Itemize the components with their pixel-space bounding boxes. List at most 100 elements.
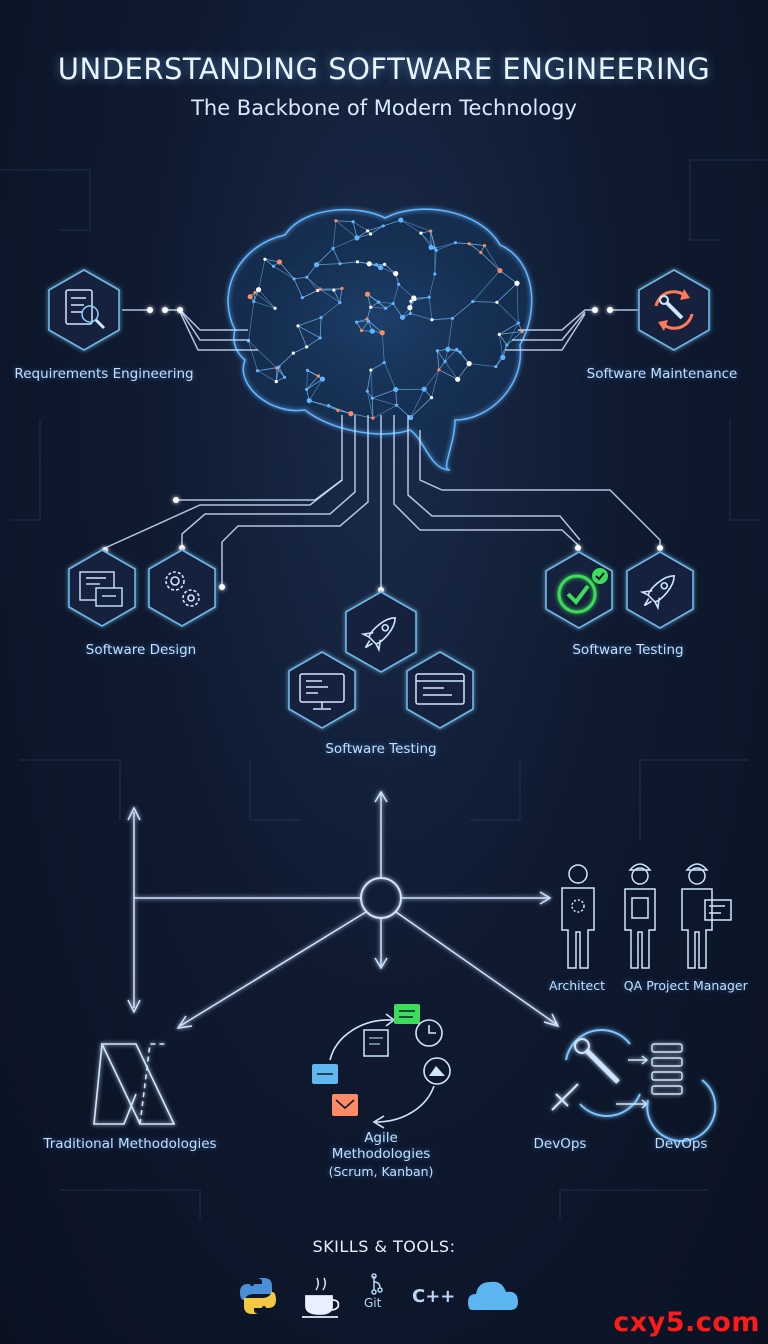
brain-link xyxy=(306,375,319,390)
brain-link xyxy=(378,301,394,304)
gears-icon xyxy=(165,571,200,607)
brain-node xyxy=(370,396,374,400)
brain-node xyxy=(306,398,312,404)
hex-design-blueprint[interactable] xyxy=(68,549,136,627)
brain-link xyxy=(398,284,415,299)
hex-testing-rocket-center[interactable] xyxy=(345,591,417,673)
label-architect: Architect xyxy=(548,978,606,993)
wrench-refresh-icon xyxy=(654,289,694,331)
brain-link xyxy=(496,302,519,324)
brain-link xyxy=(335,220,354,223)
brain-node xyxy=(397,282,401,286)
brain-link xyxy=(469,243,485,246)
brain-node xyxy=(393,386,399,393)
brain-node xyxy=(429,396,434,400)
brain-node xyxy=(374,262,379,267)
brain-node xyxy=(273,306,277,310)
brain-link xyxy=(320,302,341,318)
brain-link xyxy=(307,370,323,380)
brain-link xyxy=(431,369,440,398)
chart-circle-icon xyxy=(423,1057,451,1085)
brain-link xyxy=(472,270,501,302)
brain-link xyxy=(309,400,329,406)
brain-link xyxy=(297,325,321,339)
brain-link xyxy=(306,276,318,291)
java-icon xyxy=(302,1277,340,1318)
brain-node xyxy=(369,368,373,372)
brain-link xyxy=(447,318,453,350)
label-software-maintenance: Software Maintenance xyxy=(586,366,738,382)
project-manager-figure xyxy=(681,863,732,969)
hex-design-gears[interactable] xyxy=(148,549,216,627)
brain-link xyxy=(352,221,368,232)
brain-link xyxy=(371,398,374,419)
brain-node xyxy=(338,300,342,305)
brain-node xyxy=(419,231,423,235)
brain-node xyxy=(409,299,413,303)
brain-node xyxy=(305,387,309,392)
hex-testing-check[interactable] xyxy=(545,551,613,629)
neural-brain xyxy=(190,180,570,471)
brain-node xyxy=(316,288,320,293)
brain-link xyxy=(332,248,341,264)
brain-link xyxy=(392,303,403,318)
architect-figure xyxy=(561,864,595,969)
brain-node xyxy=(319,376,326,382)
brain-node xyxy=(494,364,498,369)
brain-node xyxy=(331,246,335,251)
brain-node xyxy=(369,305,373,309)
brain-link xyxy=(332,220,337,249)
brain-node xyxy=(443,359,447,364)
watermark: cxy5.com xyxy=(613,1307,760,1338)
agile-cycle-diagram xyxy=(312,1004,451,1129)
hex-testing-code-window[interactable] xyxy=(406,651,474,729)
brain-node xyxy=(354,320,359,324)
brain-node xyxy=(255,369,260,373)
kanban-card-icon xyxy=(363,1029,389,1057)
label-agile-line2: Methodologies xyxy=(331,1146,431,1162)
brain-node xyxy=(421,386,427,392)
brain-link xyxy=(420,232,432,248)
brain-link xyxy=(275,366,280,382)
brain-node xyxy=(365,389,369,393)
brain-node xyxy=(318,336,322,340)
brain-node xyxy=(382,262,387,266)
brain-node xyxy=(338,262,342,266)
brain-node xyxy=(435,349,440,353)
hex-maintenance[interactable] xyxy=(638,269,710,351)
brain-node xyxy=(495,300,499,304)
brain-node xyxy=(453,241,458,245)
brain-link xyxy=(437,350,440,370)
brain-link xyxy=(437,350,446,362)
brain-link xyxy=(257,366,279,372)
brain-link xyxy=(306,276,321,290)
brain-link xyxy=(302,290,318,298)
brain-node xyxy=(433,272,437,276)
python-icon xyxy=(240,1278,276,1314)
brain-link xyxy=(306,370,308,390)
brain-link xyxy=(367,225,384,232)
git-label: Git xyxy=(364,1296,382,1310)
hex-testing-rocket-right[interactable] xyxy=(626,551,694,629)
brain-link xyxy=(316,248,334,265)
brain-link xyxy=(457,363,470,380)
brain-link xyxy=(410,397,432,418)
code-window-icon xyxy=(415,673,465,705)
brain-node xyxy=(277,365,281,369)
brain-link xyxy=(356,320,369,323)
brain-node xyxy=(282,375,287,379)
brain-node xyxy=(336,408,340,412)
brain-link xyxy=(452,301,473,319)
brain-node xyxy=(411,295,417,301)
brain-link xyxy=(516,283,519,324)
hex-testing-monitor[interactable] xyxy=(288,651,356,729)
background-circuit xyxy=(0,159,768,1220)
brain-node xyxy=(247,294,253,300)
brain-link xyxy=(293,278,303,298)
brain-link xyxy=(319,317,322,338)
brain-link xyxy=(370,362,385,371)
brain-node xyxy=(377,300,381,304)
document-search-icon xyxy=(65,289,106,330)
brain-node xyxy=(296,324,300,328)
hex-requirements[interactable] xyxy=(48,269,120,351)
